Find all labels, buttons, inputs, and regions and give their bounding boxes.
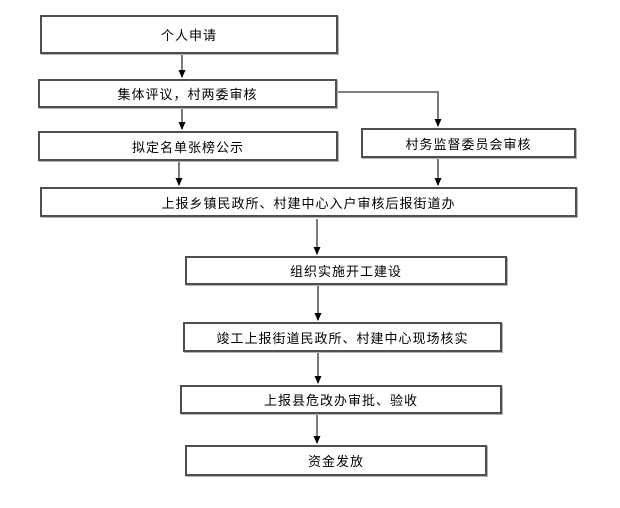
flow-node-collective-review: 集体评议，村两委审核 [38, 79, 337, 108]
flow-node-personal-application: 个人申请 [40, 15, 338, 54]
flow-node-label: 个人申请 [160, 28, 217, 43]
flow-node-village-supervision-review: 村务监督委员会审核 [361, 128, 576, 158]
flow-node-label: 资金发放 [307, 454, 364, 469]
flow-node-completion-site-verification: 竣工上报街道民政所、村建中心现场核实 [183, 322, 502, 352]
flow-node-organize-construction: 组织实施开工建设 [185, 256, 507, 285]
flow-node-label: 组织实施开工建设 [289, 264, 402, 279]
flow-node-label: 拟定名单张榜公示 [131, 139, 244, 155]
flow-node-report-township-review: 上报乡镇民政所、村建中心入户审核后报街道办 [40, 187, 577, 217]
flow-node-draft-list-publicity: 拟定名单张榜公示 [38, 131, 338, 161]
arrow-collective-review-to-supervision [337, 91, 442, 127]
flow-node-label: 集体评议，村两委审核 [117, 87, 258, 102]
flow-node-county-approval-acceptance: 上报县危改办审批、验收 [180, 385, 502, 414]
flow-node-fund-disbursement: 资金发放 [185, 445, 487, 476]
flow-node-label: 上报乡镇民政所、村建中心入户审核后报街道办 [161, 195, 456, 211]
flow-node-label: 竣工上报街道民政所、村建中心现场核实 [216, 330, 469, 346]
flow-node-label: 上报县危改办审批、验收 [263, 393, 418, 408]
flow-node-label: 村务监督委员会审核 [405, 136, 532, 152]
